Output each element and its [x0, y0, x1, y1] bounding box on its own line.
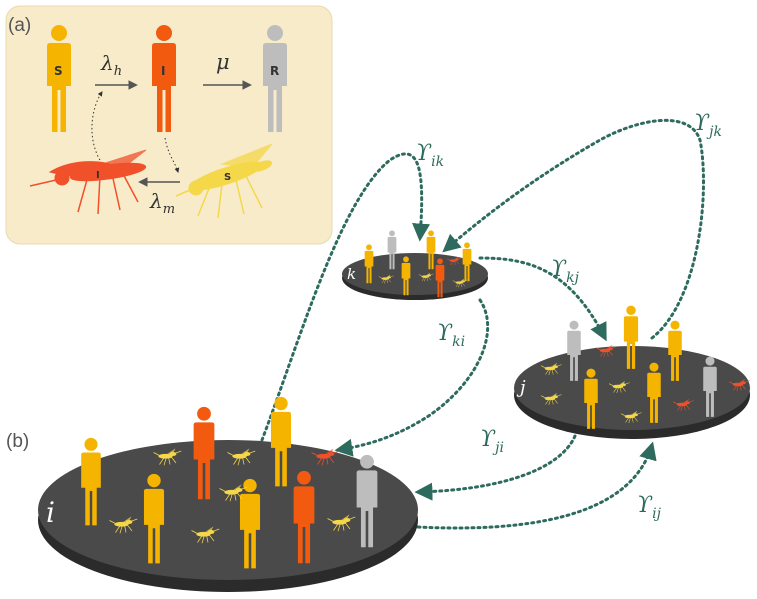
mu-label: μ [216, 50, 230, 74]
flow-label-kj: ϒkj [551, 257, 580, 286]
patch-j: j [514, 306, 750, 439]
infected-human-label: I [161, 64, 165, 78]
patch-i: i [38, 397, 418, 592]
flow-arrow-ki [338, 300, 488, 450]
flow-label-ik: ϒik [416, 141, 444, 170]
flow-label-ij: ϒij [637, 493, 662, 522]
flow-arrow-kj [480, 258, 605, 338]
patch-k-label: k [347, 265, 356, 283]
panel-b-label: (b) [6, 431, 29, 452]
flow-arrow-ij [418, 445, 652, 528]
patch-i-label: i [46, 496, 55, 529]
susceptible-mosquito-label: S [224, 172, 231, 183]
flow-label-ki: ϒki [437, 321, 465, 350]
recovered-human-label: R [270, 64, 279, 78]
flow-label-ji: ϒji [480, 427, 504, 456]
panel-a: (a) S λh I μ R [6, 6, 332, 244]
susceptible-human-label: S [54, 64, 63, 78]
flow-labels: ϒik ϒjk ϒkj ϒki ϒji ϒij [416, 111, 722, 522]
flow-label-jk: ϒjk [694, 111, 722, 140]
patch-k: k [342, 230, 488, 300]
panel-a-label: (a) [8, 15, 31, 36]
infected-mosquito-label: I [96, 170, 100, 181]
